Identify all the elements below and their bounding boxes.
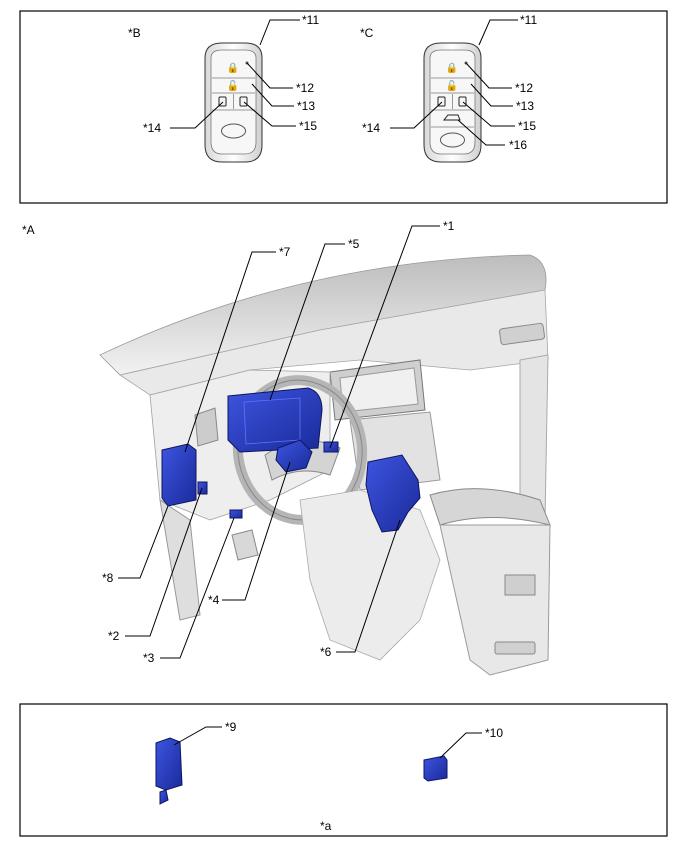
- callout-2: *2: [108, 629, 120, 643]
- module-6: [365, 454, 421, 533]
- callout-14-b: *14: [143, 121, 161, 135]
- lock-icon: 🔒: [446, 62, 458, 74]
- vehicle-view-label: *A: [22, 223, 35, 237]
- smart-key-b: 🔒 🔓: [204, 42, 263, 163]
- callout-11-c: *11: [520, 13, 537, 27]
- right-door-icon: [239, 96, 248, 107]
- key-panel-frame: [19, 10, 668, 204]
- module-1: [323, 441, 339, 453]
- module-10: [423, 755, 448, 782]
- callout-12-c: *12: [515, 81, 533, 95]
- lock-icon: 🔒: [227, 62, 239, 74]
- callout-11-b: *11: [302, 13, 319, 27]
- callout-8: *8: [102, 571, 114, 585]
- module-9: [155, 737, 183, 805]
- callout-15-b: *15: [299, 119, 317, 133]
- callout-6: *6: [320, 645, 332, 659]
- callout-13-b: *13: [297, 99, 315, 113]
- switch-module-3: [229, 509, 243, 519]
- callout-16-c: *16: [509, 138, 527, 152]
- unlock-icon: 🔓: [446, 79, 458, 92]
- key-b-label: *B: [128, 26, 141, 40]
- steering-sensor-4: [275, 439, 313, 473]
- callout-1: *1: [443, 219, 455, 233]
- callout-5: *5: [348, 237, 360, 251]
- modules-panel-frame: [19, 703, 668, 837]
- callout-3: *3: [143, 651, 155, 665]
- modules-panel-label: *a: [320, 819, 332, 833]
- left-door-icon: [437, 96, 446, 107]
- back-door-icon: [442, 114, 461, 121]
- callout-7: *7: [279, 245, 291, 259]
- panic-button-icon: [440, 132, 465, 148]
- smart-key-c: 🔒 🔓: [423, 42, 482, 163]
- left-door-icon: [218, 96, 227, 107]
- callout-14-c: *14: [362, 121, 380, 135]
- callout-4: *4: [208, 593, 220, 607]
- unlock-icon: 🔓: [227, 79, 239, 92]
- callout-12-b: *12: [296, 81, 314, 95]
- ecu-module-8: [161, 443, 197, 507]
- callout-9: *9: [225, 720, 237, 734]
- right-door-icon: [458, 96, 467, 107]
- callout-13-c: *13: [516, 99, 534, 113]
- switch-module-2: [197, 481, 208, 495]
- combination-meter: [227, 387, 323, 453]
- highlighted-components: [161, 387, 421, 533]
- panic-button-icon: [221, 123, 246, 139]
- callout-15-c: *15: [518, 119, 536, 133]
- callout-10: *10: [485, 726, 503, 740]
- key-c-label: *C: [360, 26, 374, 40]
